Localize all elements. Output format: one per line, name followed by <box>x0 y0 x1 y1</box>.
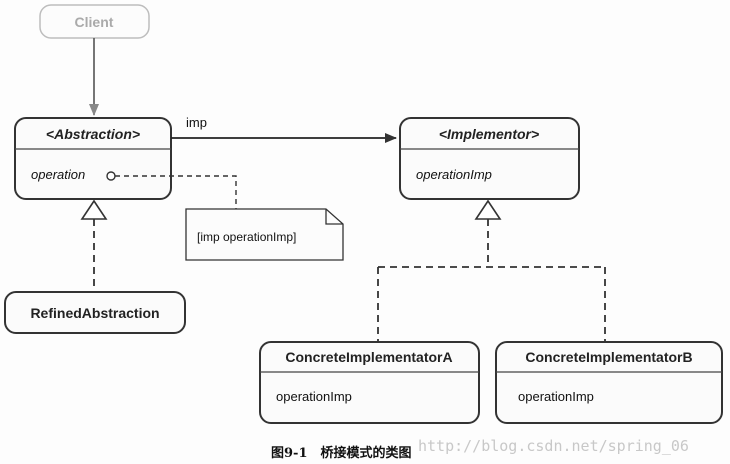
abstraction-class: <Abstraction> operation <box>14 117 172 200</box>
implementor-title: <Implementor> <box>439 126 539 142</box>
refined-generalization <box>80 199 108 290</box>
concrete-implementator-b-class: ConcreteImplementatorB operationImp <box>495 341 723 424</box>
refined-abstraction-title: RefinedAbstraction <box>30 305 159 321</box>
figure-caption: 图9-1 桥接模式的类图 <box>271 445 412 461</box>
watermark-text: http://blog.csdn.net/spring_06 <box>418 437 689 455</box>
implementation-note: [imp operationImp] <box>185 208 344 261</box>
concrete-a-title: ConcreteImplementatorA <box>285 349 452 365</box>
note-text: [imp operationImp] <box>197 230 296 244</box>
concrete-a-operation: operationImp <box>276 389 352 404</box>
imp-association-label: imp <box>186 115 207 130</box>
implementor-class: <Implementor> operationImp <box>399 117 580 200</box>
concrete-implementator-a-class: ConcreteImplementatorA operationImp <box>259 341 480 424</box>
concrete-b-operation: operationImp <box>518 389 594 404</box>
implementor-operation: operationImp <box>416 167 492 182</box>
concrete-b-title: ConcreteImplementatorB <box>525 349 692 365</box>
client-node: Client <box>39 4 150 39</box>
abstraction-operation: operation <box>31 167 85 182</box>
abstraction-title: <Abstraction> <box>46 126 140 142</box>
concrete-generalization <box>377 199 606 342</box>
refined-abstraction-class: RefinedAbstraction <box>4 291 186 334</box>
client-label: Client <box>75 14 114 30</box>
note-connector <box>106 171 237 209</box>
